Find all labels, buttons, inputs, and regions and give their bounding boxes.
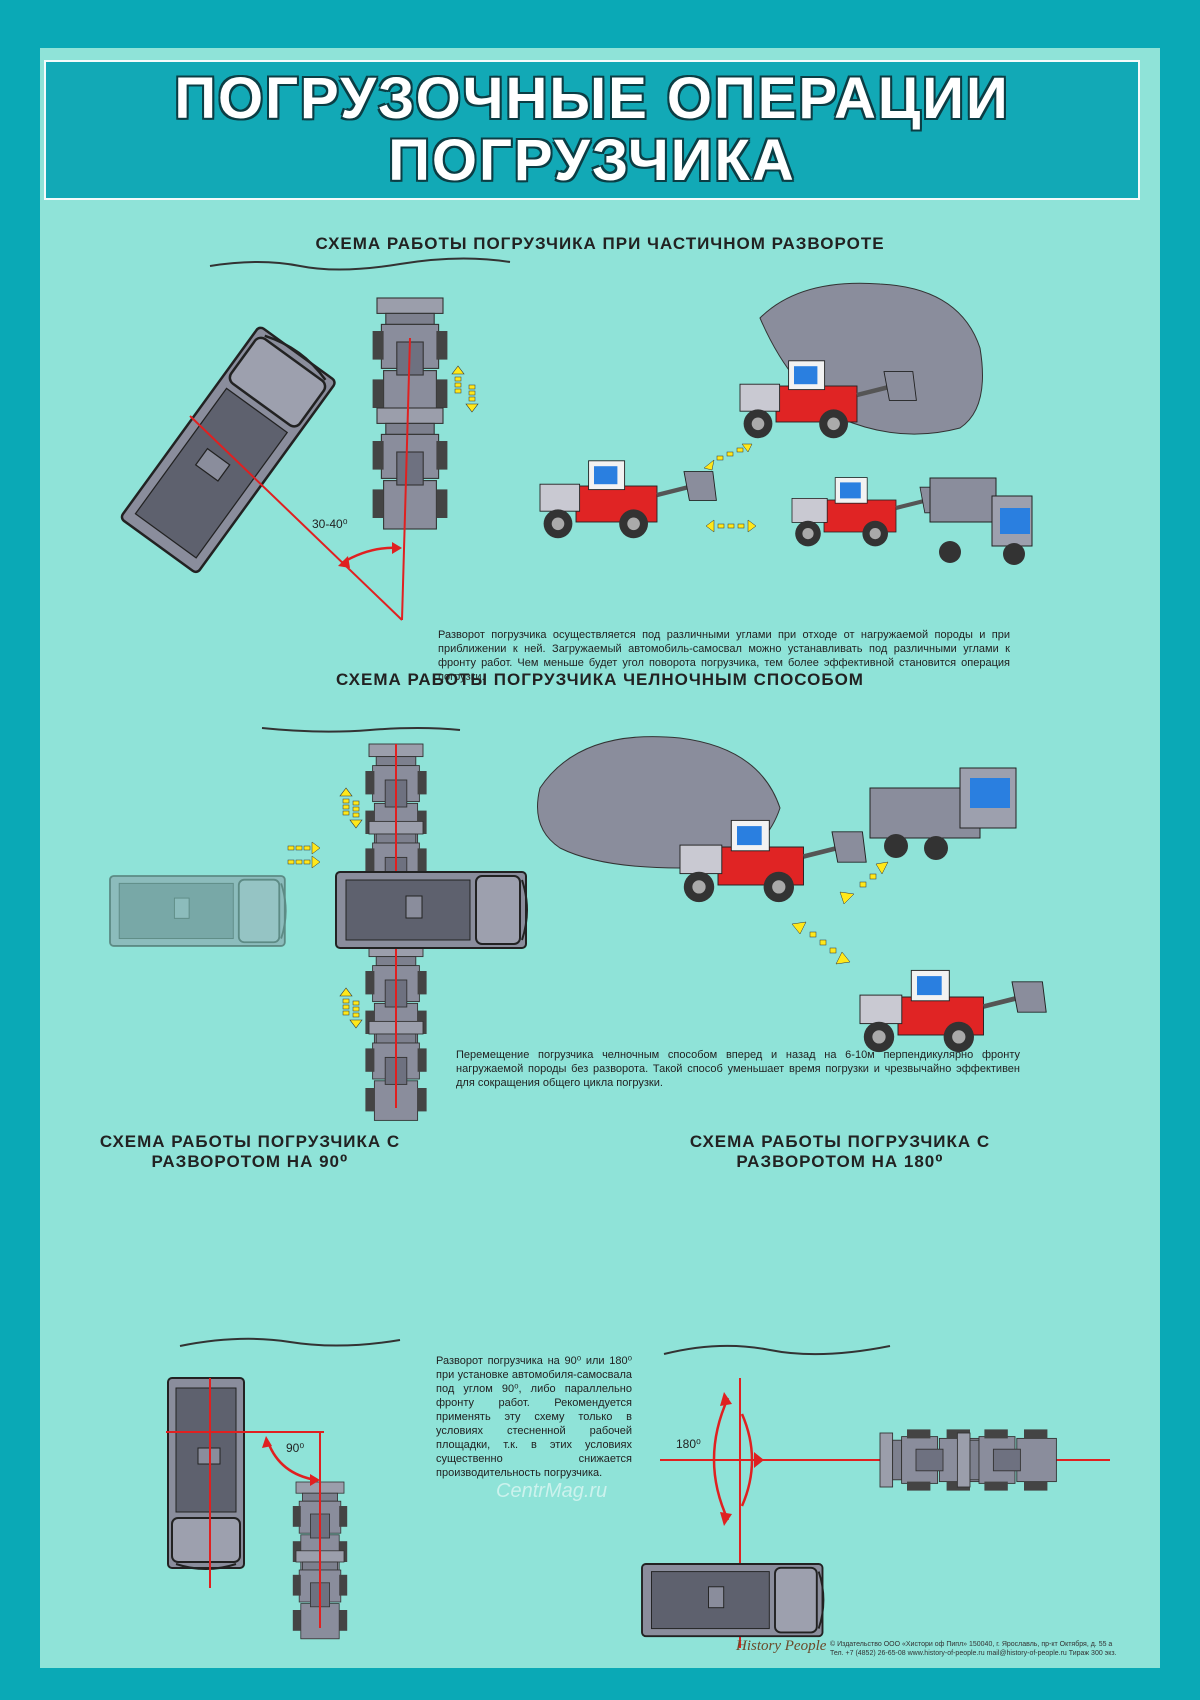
publisher-info-line2: Тел. +7 (4852) 26-65-08 www.history-of-p… xyxy=(830,1650,1117,1657)
title-line-2: ПОГРУЗЧИКА xyxy=(388,128,796,193)
ground-line-3 xyxy=(179,1337,401,1347)
publisher-info: © Издательство ООО «Хистори оф Пипл» 150… xyxy=(830,1640,1150,1658)
side-arrows-2 xyxy=(287,841,321,869)
topview-loader-4 xyxy=(879,1428,1057,1492)
guide-line-1a xyxy=(401,337,411,621)
angle-label-1: 30-40⁰ xyxy=(312,517,348,531)
poster: ПОГРУЗОЧНЫЕ ОПЕРАЦИИ ПОГРУЗЧИКА СХЕМА РА… xyxy=(40,48,1160,1668)
section4-heading-line1: СХЕМА РАБОТЫ ПОГРУЗЧИКА С xyxy=(689,1132,991,1151)
shuttle-arrows-2b xyxy=(339,987,363,1029)
angle-arc-1 xyxy=(341,546,401,565)
publisher-brand: History People xyxy=(736,1638,827,1654)
diagonal-arrows-2 xyxy=(791,861,889,965)
side-loader-2b xyxy=(860,970,1046,1052)
title-banner: ПОГРУЗОЧНЫЕ ОПЕРАЦИИ ПОГРУЗЧИКА xyxy=(44,60,1140,200)
section2-heading: СХЕМА РАБОТЫ ПОГРУЗЧИКА ЧЕЛНОЧНЫМ СПОСОБ… xyxy=(336,670,864,689)
shuttle-arrows-2 xyxy=(339,787,363,829)
section4-heading-line2: РАЗВОРОТОМ НА 180⁰ xyxy=(736,1152,944,1171)
middle-text: Разворот погрузчика на 90⁰ или 180⁰ при … xyxy=(436,1355,632,1479)
turn-arc-4 xyxy=(740,1413,754,1507)
diagrams: 30-40⁰ xyxy=(109,257,1110,1648)
section3-heading-line1: СХЕМА РАБОТЫ ПОГРУЗЧИКА С xyxy=(99,1132,401,1151)
angle-label-4: 180⁰ xyxy=(676,1437,701,1451)
ground-line-4 xyxy=(663,1344,891,1356)
ground-line-2 xyxy=(261,727,461,733)
guide-line-1b xyxy=(189,415,403,621)
angle-label-3: 90⁰ xyxy=(286,1441,304,1455)
topview-truck-4 xyxy=(641,1563,825,1638)
section4-heading: СХЕМА РАБОТЫ ПОГРУЗЧИКА С РАЗВОРОТОМ НА … xyxy=(640,1132,1040,1172)
section1-heading: СХЕМА РАБОТЫ ПОГРУЗЧИКА ПРИ ЧАСТИЧНОМ РА… xyxy=(315,234,885,253)
topview-truck-1 xyxy=(118,323,339,576)
section1-text: Разворот погрузчика осуществляется под р… xyxy=(438,629,1010,683)
watermark: CentrMag.ru xyxy=(496,1480,608,1502)
loader-arrows-1 xyxy=(451,365,479,413)
topview-truck-3 xyxy=(167,1377,245,1570)
topview-loader-1 xyxy=(372,297,448,530)
side-loader-1c xyxy=(792,478,949,547)
publisher-info-line1: © Издательство ООО «Хистори оф Пипл» 150… xyxy=(830,1641,1113,1648)
side-loader-1b xyxy=(540,461,716,538)
section2-text: Перемещение погрузчика челночным способо… xyxy=(456,1049,1020,1089)
section3-heading: СХЕМА РАБОТЫ ПОГРУЗЧИКА С РАЗВОРОТОМ НА … xyxy=(80,1132,420,1172)
dump-truck-2 xyxy=(869,767,1017,860)
angle-arc-3 xyxy=(266,1441,317,1482)
title-line-1: ПОГРУЗОЧНЫЕ ОПЕРАЦИИ xyxy=(174,66,1010,131)
dump-truck-1 xyxy=(929,477,1033,565)
shuttle-arrows-1 xyxy=(703,443,757,533)
angle-arc-4 xyxy=(712,1397,730,1521)
topview-truck-2a xyxy=(335,871,528,949)
ground-line-1 xyxy=(209,257,511,271)
topview-truck-2b-ghost xyxy=(109,875,287,947)
section3-heading-line2: РАЗВОРОТОМ НА 90⁰ xyxy=(151,1152,349,1171)
